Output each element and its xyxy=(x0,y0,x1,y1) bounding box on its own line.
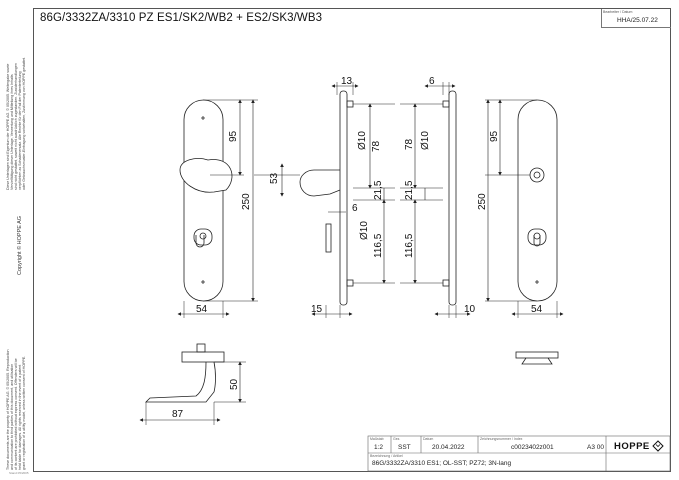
dim-21-5-b: 21,5 xyxy=(404,180,415,200)
footer-note: Stand 05/2005 xyxy=(9,471,29,475)
dim-dia10-c: Ø10 xyxy=(420,131,431,150)
side2-spindle-top xyxy=(442,100,450,108)
tb-label-designation: Bezeichnung / Artikel xyxy=(370,454,403,458)
right-cylinder-rosette xyxy=(527,228,547,246)
dim-78-b: 78 xyxy=(404,138,415,150)
tb-label-date: Datum xyxy=(423,437,434,441)
dim-50: 50 xyxy=(229,378,240,390)
side-view-2 xyxy=(400,82,471,318)
dim-6-a: 6 xyxy=(352,203,358,214)
tb-scale: 1:2 xyxy=(374,444,384,451)
right-spindle xyxy=(533,171,541,179)
dim-87: 87 xyxy=(172,409,184,420)
dim-53: 53 xyxy=(269,172,280,184)
dim-dia10-a: Ø10 xyxy=(357,131,368,150)
right-cylinder-circle xyxy=(533,232,541,240)
side1-cylinder xyxy=(325,223,332,253)
side2-plate xyxy=(448,90,457,306)
drawing-title: 86G/3332ZA/3310 PZ ES1/SK2/WB2 + ES2/SK3… xyxy=(40,12,323,24)
right-cylinder-hole xyxy=(533,235,541,247)
dim-54-right: 54 xyxy=(531,304,543,315)
dim-78-a: 78 xyxy=(371,140,382,152)
right-backplate xyxy=(517,99,558,302)
tb-label-scale: Maßstab xyxy=(370,437,384,441)
side2-spindle-bottom xyxy=(442,279,450,287)
left-backplate xyxy=(183,99,224,302)
tb-date: 20.04.2022 xyxy=(432,444,465,451)
screw-bottom xyxy=(201,280,205,284)
side-view-1 xyxy=(254,82,395,318)
handle-rose xyxy=(181,351,225,363)
screw-top xyxy=(201,116,205,120)
header-label: Bearbeiter / Datum xyxy=(603,10,633,14)
side1-spindle-bottom xyxy=(346,279,354,287)
dim-13: 13 xyxy=(341,76,353,87)
handle-neck xyxy=(196,343,206,353)
dim-10: 10 xyxy=(464,304,476,315)
handle-lever xyxy=(145,361,216,403)
right-screw-bottom xyxy=(535,280,539,284)
tb-label-drawing-no: Zeichnungsnummer / Index xyxy=(480,437,523,441)
hoppe-logo-mark-icon xyxy=(652,440,664,452)
tb-drawing-no: c0023402z001 xyxy=(511,444,554,451)
side1-plate xyxy=(339,90,348,306)
dim-dia10-b: Ø10 xyxy=(359,221,370,240)
left-front-view xyxy=(177,99,258,318)
side1-spindle-top xyxy=(346,100,354,108)
drawing-frame xyxy=(33,8,671,472)
tb-designation: 86G/3332ZA/3310 ES1; OL-SST; PZ72; 3N-la… xyxy=(372,460,512,467)
dim-116-5-b: 116,5 xyxy=(404,233,415,258)
dim-95-right: 95 xyxy=(489,130,500,142)
dim-6-b: 6 xyxy=(429,76,435,87)
dim-250-left: 250 xyxy=(241,193,252,210)
side1-knob xyxy=(299,169,341,197)
header-value: HHA/25.07.22 xyxy=(617,17,658,24)
cylinder-rosette xyxy=(193,228,213,246)
tb-drawn-by: SST xyxy=(398,444,411,451)
dim-21-5-a: 21,5 xyxy=(373,180,384,200)
dim-250-right: 250 xyxy=(477,193,488,210)
tb-format: A3 00 xyxy=(587,444,604,451)
knob-top-view xyxy=(515,351,559,365)
knob-rose xyxy=(515,351,559,359)
dim-116-5-a: 116,5 xyxy=(373,233,384,258)
tb-label-drawn: Gez. xyxy=(393,437,401,441)
cylinder-circle xyxy=(199,232,207,240)
dim-15: 15 xyxy=(311,304,323,315)
handle-top-view xyxy=(139,343,246,425)
right-rosette xyxy=(529,167,545,183)
dim-95-left: 95 xyxy=(228,130,239,142)
knob-shape xyxy=(179,158,233,193)
knob-body xyxy=(521,357,553,365)
right-front-view xyxy=(485,99,564,318)
title-block-lines xyxy=(367,435,671,472)
header-box xyxy=(601,9,671,28)
hoppe-logo: HOPPE xyxy=(614,441,650,452)
dim-54-left: 54 xyxy=(196,304,208,315)
